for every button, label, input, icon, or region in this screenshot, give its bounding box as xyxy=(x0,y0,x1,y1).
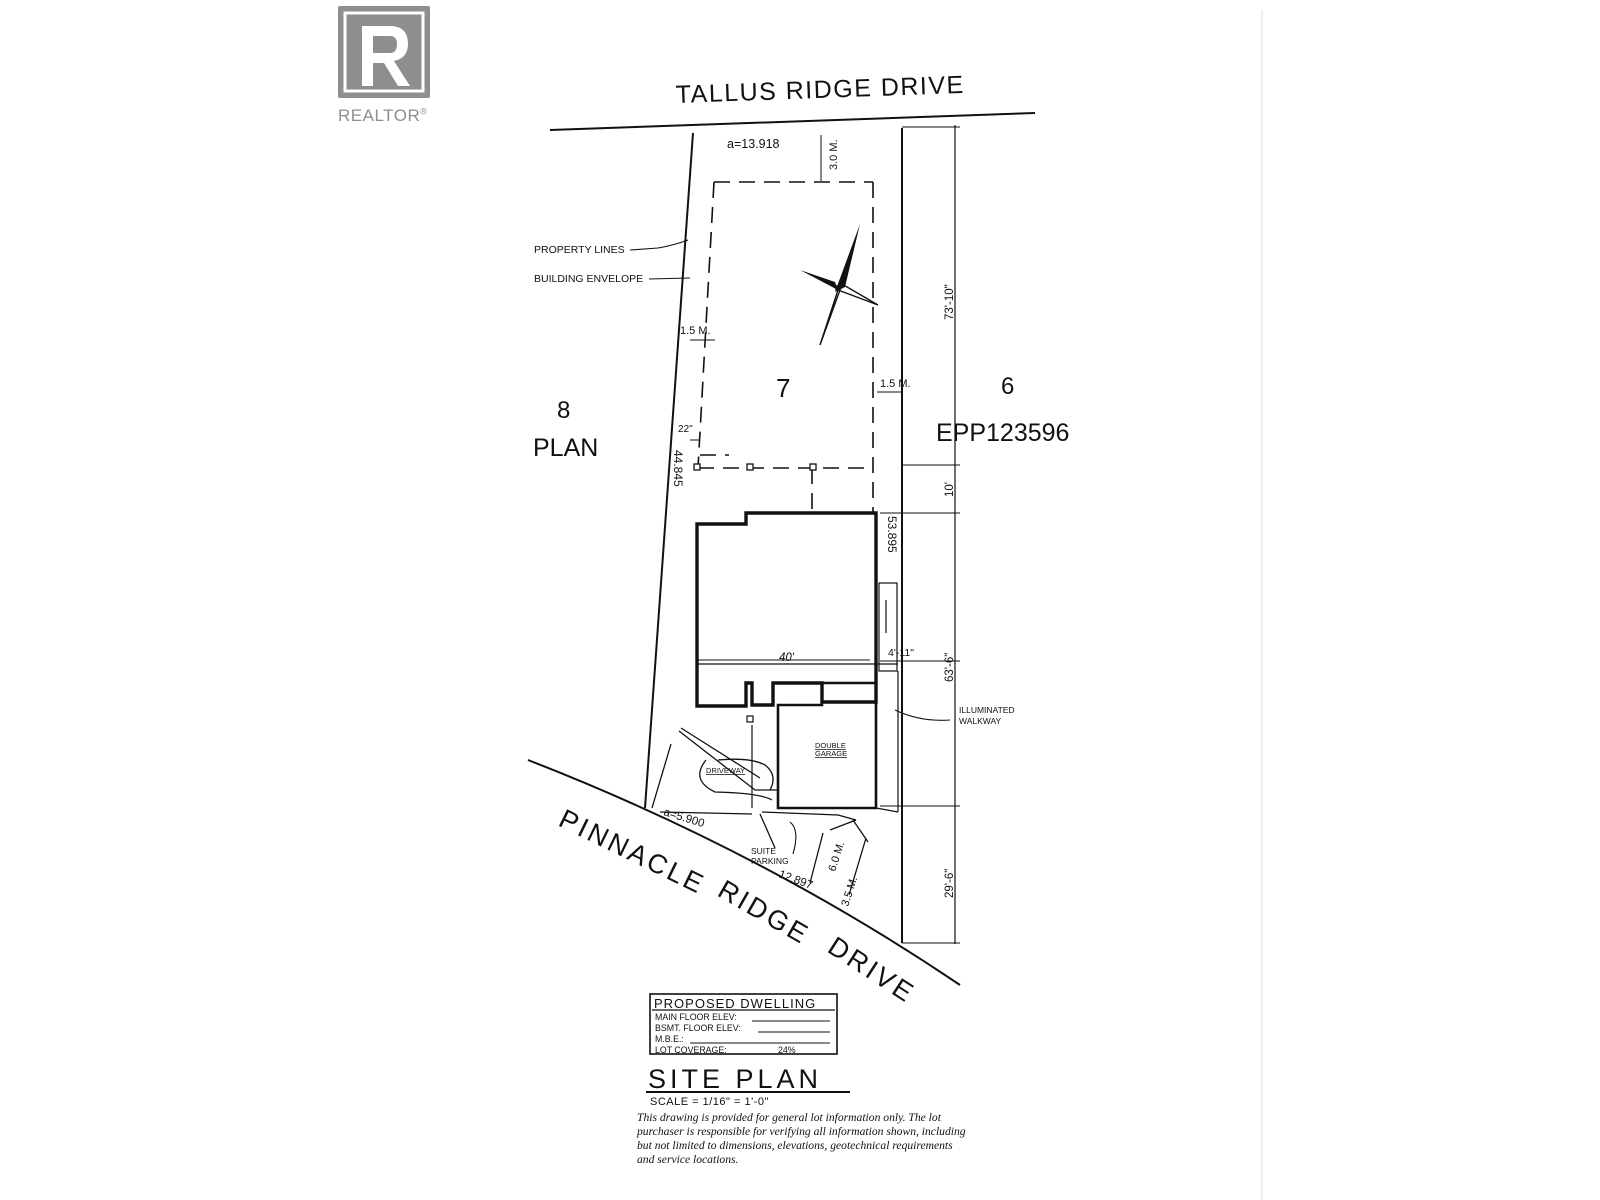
dim-left-line: 44.845 xyxy=(671,450,685,487)
label-building-envelope: BUILDING ENVELOPE xyxy=(534,273,643,285)
lot-plan-label-right: EPP123596 xyxy=(936,419,1069,447)
dim-right-63: 63'-6" xyxy=(944,653,956,682)
dim-arc-top: a=13.918 xyxy=(727,137,780,151)
label-parking: PARKING xyxy=(751,856,789,866)
disclaimer-note: This drawing is provided for general lot… xyxy=(637,1111,966,1166)
dim-width-40: 40' xyxy=(779,652,795,664)
label-walkway: WALKWAY xyxy=(959,716,1002,726)
building-envelope xyxy=(697,181,874,512)
realtor-logo: REALTOR® xyxy=(338,6,448,126)
dim-right-line: 53.895 xyxy=(885,516,899,553)
dim-bottom-line: 12.897 xyxy=(777,869,814,892)
label-driveway: DRIVEWAY xyxy=(706,766,745,775)
title-block-row-mbe: M.B.E.: xyxy=(655,1034,684,1044)
label-suite: SUITE xyxy=(751,846,776,856)
realtor-wordmark: REALTOR® xyxy=(338,106,428,125)
dim-right-29: 29'-6" xyxy=(944,869,956,898)
double-garage xyxy=(776,681,878,810)
title-block: PROPOSED DWELLING MAIN FLOOR ELEV: BSMT.… xyxy=(649,993,838,1055)
lot-plan-label-left: PLAN xyxy=(533,434,598,462)
dim-setback-top: 3.0 M. xyxy=(828,139,840,170)
title-block-row-bsmt: BSMT. FLOOR ELEV: xyxy=(655,1023,741,1033)
dim-offset-22: 22" xyxy=(678,424,693,435)
proposed-dwelling xyxy=(695,511,878,708)
tallus-ridge-drive-line xyxy=(549,112,1036,131)
dim-setback-left: 1.5 M. xyxy=(680,325,711,337)
lot-number-6: 6 xyxy=(1001,373,1014,400)
title-block-header: PROPOSED DWELLING xyxy=(654,996,816,1011)
label-double: DOUBLE xyxy=(815,741,846,750)
title-block-row-main: MAIN FLOOR ELEV: xyxy=(655,1012,737,1022)
label-illuminated: ILLUMINATED xyxy=(959,705,1015,715)
lot-number-7: 7 xyxy=(776,373,790,403)
north-arrow-icon xyxy=(800,224,879,346)
dim-right-10: 10' xyxy=(944,482,956,497)
drawing-title: SITE PLAN xyxy=(648,1064,822,1094)
pinnacle-ridge-drive-line xyxy=(527,759,961,986)
label-garage: GARAGE xyxy=(815,749,847,758)
realtor-logo-icon xyxy=(338,6,430,98)
dim-setback-35: 3.5 M. xyxy=(839,875,860,908)
dim-offset-side: 4'-11" xyxy=(888,647,914,659)
title-block-coverage-value: 24% xyxy=(778,1045,796,1055)
label-property-lines: PROPERTY LINES xyxy=(534,244,625,256)
dim-setback-6: 6.0 M. xyxy=(826,840,847,873)
dim-setback-right: 1.5 M. xyxy=(880,378,911,390)
drawing-scale: SCALE = 1/16" = 1'-0" xyxy=(650,1096,769,1108)
lot-number-8: 8 xyxy=(557,397,570,424)
dim-right-73: 73'-10" xyxy=(944,284,956,320)
driveway xyxy=(651,727,869,896)
title-block-row-coverage: LOT COVERAGE: xyxy=(655,1045,727,1055)
street-name-tallus: TALLUS RIDGE DRIVE xyxy=(675,71,965,109)
property-line-left xyxy=(644,132,694,809)
